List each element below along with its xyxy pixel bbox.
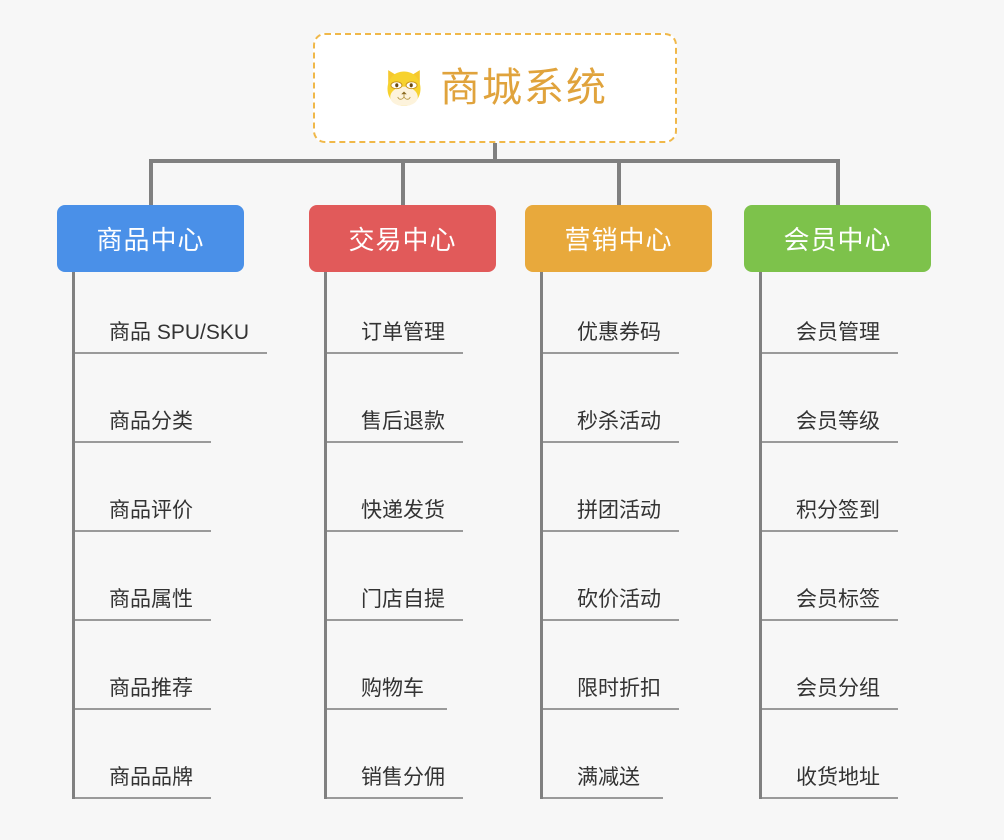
category-header-marketing-center[interactable]: 营销中心 <box>525 205 712 272</box>
connector-drop-trade-center <box>401 159 405 206</box>
root-node[interactable]: 商城系统 <box>313 33 677 143</box>
column-trade-center: 交易中心 订单管理 售后退款 快递发货 门店自提 购物车 销售分佣 <box>309 205 524 799</box>
leaf-item[interactable]: 拼团活动 <box>543 443 679 532</box>
leaf-item[interactable]: 会员分组 <box>762 621 898 710</box>
column-marketing-center: 营销中心 优惠券码 秒杀活动 拼团活动 砍价活动 限时折扣 满减送 <box>525 205 740 799</box>
leaf-item[interactable]: 订单管理 <box>327 294 463 354</box>
leaf-list-marketing-center: 优惠券码 秒杀活动 拼团活动 砍价活动 限时折扣 满减送 <box>540 272 740 799</box>
leaf-item[interactable]: 商品属性 <box>75 532 211 621</box>
connector-horizontal-bus <box>149 159 840 163</box>
leaf-item[interactable]: 商品推荐 <box>75 621 211 710</box>
category-header-product-center[interactable]: 商品中心 <box>57 205 244 272</box>
column-product-center: 商品中心 商品 SPU/SKU 商品分类 商品评价 商品属性 商品推荐 商品品牌 <box>57 205 307 799</box>
leaf-item[interactable]: 商品 SPU/SKU <box>75 294 268 354</box>
shiba-dog-face-icon <box>387 70 421 106</box>
leaf-list-product-center: 商品 SPU/SKU 商品分类 商品评价 商品属性 商品推荐 商品品牌 <box>72 272 307 799</box>
leaf-item[interactable]: 商品分类 <box>75 354 211 443</box>
leaf-item[interactable]: 购物车 <box>327 621 447 710</box>
leaf-item[interactable]: 会员等级 <box>762 354 898 443</box>
connector-drop-product-center <box>149 159 153 206</box>
leaf-item[interactable]: 会员管理 <box>762 294 898 354</box>
leaf-item[interactable]: 商品品牌 <box>75 710 211 799</box>
leaf-item[interactable]: 会员标签 <box>762 532 898 621</box>
leaf-item[interactable]: 售后退款 <box>327 354 463 443</box>
leaf-item[interactable]: 秒杀活动 <box>543 354 679 443</box>
leaf-item[interactable]: 优惠券码 <box>543 294 679 354</box>
leaf-item[interactable]: 收货地址 <box>762 710 898 799</box>
connector-drop-marketing-center <box>617 159 621 206</box>
leaf-item[interactable]: 快递发货 <box>327 443 463 532</box>
leaf-item[interactable]: 门店自提 <box>327 532 463 621</box>
leaf-list-trade-center: 订单管理 售后退款 快递发货 门店自提 购物车 销售分佣 <box>324 272 524 799</box>
leaf-item[interactable]: 限时折扣 <box>543 621 679 710</box>
leaf-item[interactable]: 积分签到 <box>762 443 898 532</box>
leaf-list-member-center: 会员管理 会员等级 积分签到 会员标签 会员分组 收货地址 <box>759 272 959 799</box>
root-title: 商城系统 <box>440 66 608 110</box>
category-header-trade-center[interactable]: 交易中心 <box>309 205 496 272</box>
category-header-member-center[interactable]: 会员中心 <box>744 205 931 272</box>
leaf-item[interactable]: 销售分佣 <box>327 710 463 799</box>
connector-drop-member-center <box>836 159 840 206</box>
leaf-item[interactable]: 砍价活动 <box>543 532 679 621</box>
connector-root-stem <box>493 143 497 162</box>
leaf-item[interactable]: 满减送 <box>543 710 663 799</box>
leaf-item[interactable]: 商品评价 <box>75 443 211 532</box>
column-member-center: 会员中心 会员管理 会员等级 积分签到 会员标签 会员分组 收货地址 <box>744 205 959 799</box>
